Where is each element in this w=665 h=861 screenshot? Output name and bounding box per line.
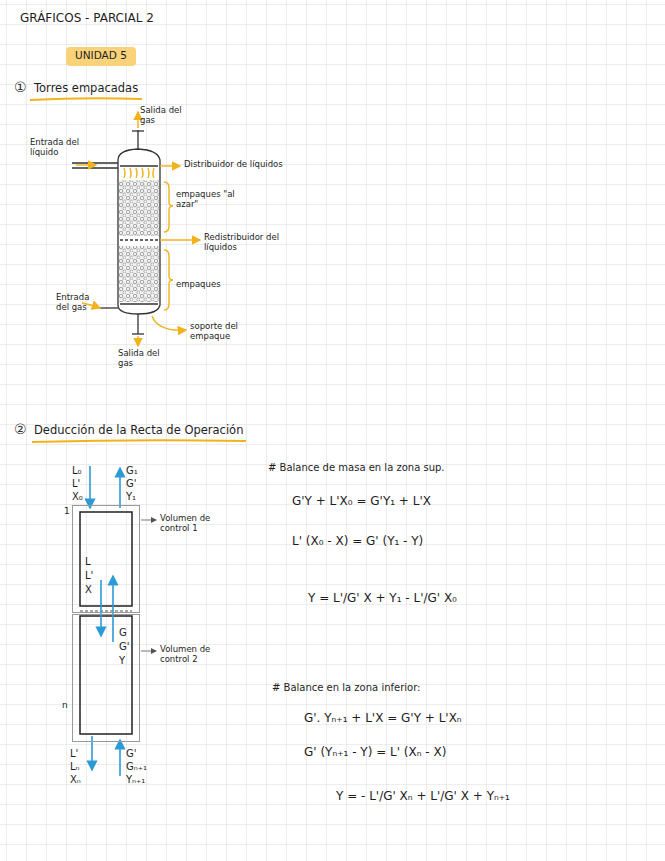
stream-label: Volumen de control 1 <box>160 514 212 534</box>
stream-label: Volumen de control 2 <box>160 645 212 665</box>
stream-label: G <box>119 627 127 639</box>
note-heading: # Balance de masa en la zona sup. <box>268 462 445 474</box>
callout: empaques <box>176 280 221 290</box>
callout: soporte del empaque <box>190 322 260 342</box>
page-title: GRÁFICOS - PARCIAL 2 <box>20 12 154 26</box>
stream-label: X₀ <box>72 491 83 503</box>
stream-label: G₁ <box>126 465 138 477</box>
stream-label: Y <box>119 655 125 667</box>
section-heading: Deducción de la Recta de Operación <box>34 424 243 437</box>
circled-number: ① <box>14 79 27 95</box>
stream-label: G' <box>119 641 130 653</box>
stream-label: X <box>85 584 92 596</box>
unit-label: UNIDAD 5 <box>75 49 127 61</box>
stream-label: L' <box>72 478 80 490</box>
stream-label: L₀ <box>72 465 82 477</box>
equation: G'Y + L'X₀ = G'Y₁ + L'X <box>292 495 431 509</box>
stream-label: G' <box>126 748 137 760</box>
stream-label: L' <box>70 748 78 760</box>
stream-label: G' <box>126 478 137 490</box>
equation: Y = L'/G' X + Y₁ - L'/G' X₀ <box>308 592 457 606</box>
equation: L' (X₀ - X) = G' (Y₁ - Y) <box>292 535 423 549</box>
callout: empaques "al azar" <box>176 190 238 210</box>
callout: Distribuidor de líquidos <box>184 160 283 170</box>
control-volume: L L' X <box>72 505 140 613</box>
stream-label: Yₙ₊₁ <box>126 774 145 786</box>
stream-label: L <box>85 556 91 568</box>
note-heading: # Balance en la zona inferior: <box>272 682 421 694</box>
section-heading: Torres empacadas <box>34 82 138 95</box>
callout: Salida del gas <box>140 106 184 126</box>
stream-label: 1 <box>64 506 70 516</box>
equation: G'. Yₙ₊₁ + L'X = G'Y + L'Xₙ <box>304 712 462 726</box>
stream-label: Y₁ <box>126 491 136 503</box>
stream-label: Lₙ <box>70 761 80 773</box>
stream-label: L' <box>85 570 93 582</box>
control-volume: G G' Y <box>72 614 140 742</box>
circled-number: ② <box>14 421 27 437</box>
equation: Y = - L'/G' Xₙ + L'/G' X + Yₙ₊₁ <box>336 790 510 804</box>
callout: Salida del gas <box>118 349 164 369</box>
callout: Redistribuidor del líquidos <box>204 233 282 253</box>
stream-label: Xₙ <box>70 774 81 786</box>
callout: Entrada del gas <box>56 293 100 313</box>
highlight-band: UNIDAD 5 <box>66 47 136 66</box>
equation: G' (Yₙ₊₁ - Y) = L' (Xₙ - X) <box>304 746 446 760</box>
callout: Entrada del líquido <box>30 138 82 158</box>
stream-label: Gₙ₊₁ <box>126 761 147 773</box>
stream-label: n <box>62 700 68 710</box>
